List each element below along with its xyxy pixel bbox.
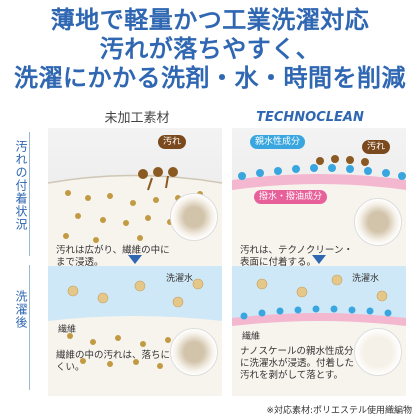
headline-line-2: 汚れが落ちやすく、: [99, 35, 321, 63]
row-label-after-wash: 洗濯後: [14, 290, 28, 329]
row-divider-top: [29, 132, 30, 256]
arrow-down-icon: [128, 255, 142, 264]
microscope-circle: [354, 328, 402, 376]
dirt-tag: 汚れ: [362, 140, 391, 154]
caption-technoclean-soiled: 汚れは、テクノクリーン・表面に付着する。: [240, 245, 353, 268]
caption-technoclean-washed: ナノスケールの親水性成分に洗濯水が浸透。付着した汚れを剥がして落とす。: [240, 346, 355, 381]
fiber-label: 繊維: [242, 332, 261, 342]
caption-untreated-soiled: 汚れは広がり、繊維の中にまで浸透。: [56, 245, 170, 268]
caption-untreated-washed: 繊維の中の汚れは、落ちにくい。: [56, 350, 171, 373]
headline-line-3: 洗濯にかかる洗剤・水・時間を削減: [14, 64, 406, 92]
row-label-soiling: 汚れの付着状況: [14, 140, 28, 231]
headline-line-1: 薄地で軽量かつ工業洗濯対応: [50, 6, 370, 34]
hydrophilic-tag: 親水性成分: [250, 135, 306, 149]
panel-untreated-soiled: 汚れ 汚れは広がり、繊維の中にまで浸透。: [48, 128, 222, 275]
headline: 薄地で軽量かつ工業洗濯対応 汚れが落ちやすく、 洗濯にかかる洗剤・水・時間を削減: [0, 6, 420, 93]
dirt-tag: 汚れ: [158, 135, 187, 149]
panel-technoclean-washed: 洗濯水 繊維 ナノスケールの親水性成分に洗濯水が浸透。付着した汚れを剥がして落と…: [232, 266, 406, 396]
water-label: 洗濯水: [352, 274, 380, 284]
repellent-tag: 撥水・撥油成分: [254, 190, 328, 204]
panel-untreated-washed: 洗濯水 繊維 繊維の中の汚れは、落ちにくい。: [48, 266, 222, 396]
water-label: 洗濯水: [166, 274, 194, 284]
technoclean-logo: TECHNOCLEAN: [240, 108, 380, 125]
panel-technoclean-soiled: 親水性成分 汚れ 撥水・撥油成分 汚れは、テクノクリーン・表面に付着する。: [232, 128, 406, 275]
fiber-label: 繊維: [58, 325, 77, 335]
technoclean-logo-text: TECHNOCLEAN: [256, 110, 364, 124]
arrow-down-icon: [312, 255, 326, 264]
row-divider-bottom: [29, 265, 30, 390]
microscope-circle: [354, 198, 402, 246]
microscope-circle: [170, 328, 218, 376]
microscope-circle: [170, 193, 218, 241]
column-head-untreated: 未加工素材: [104, 111, 170, 126]
footnote: ※対応素材:ポリエステル使用織編物: [266, 406, 412, 416]
